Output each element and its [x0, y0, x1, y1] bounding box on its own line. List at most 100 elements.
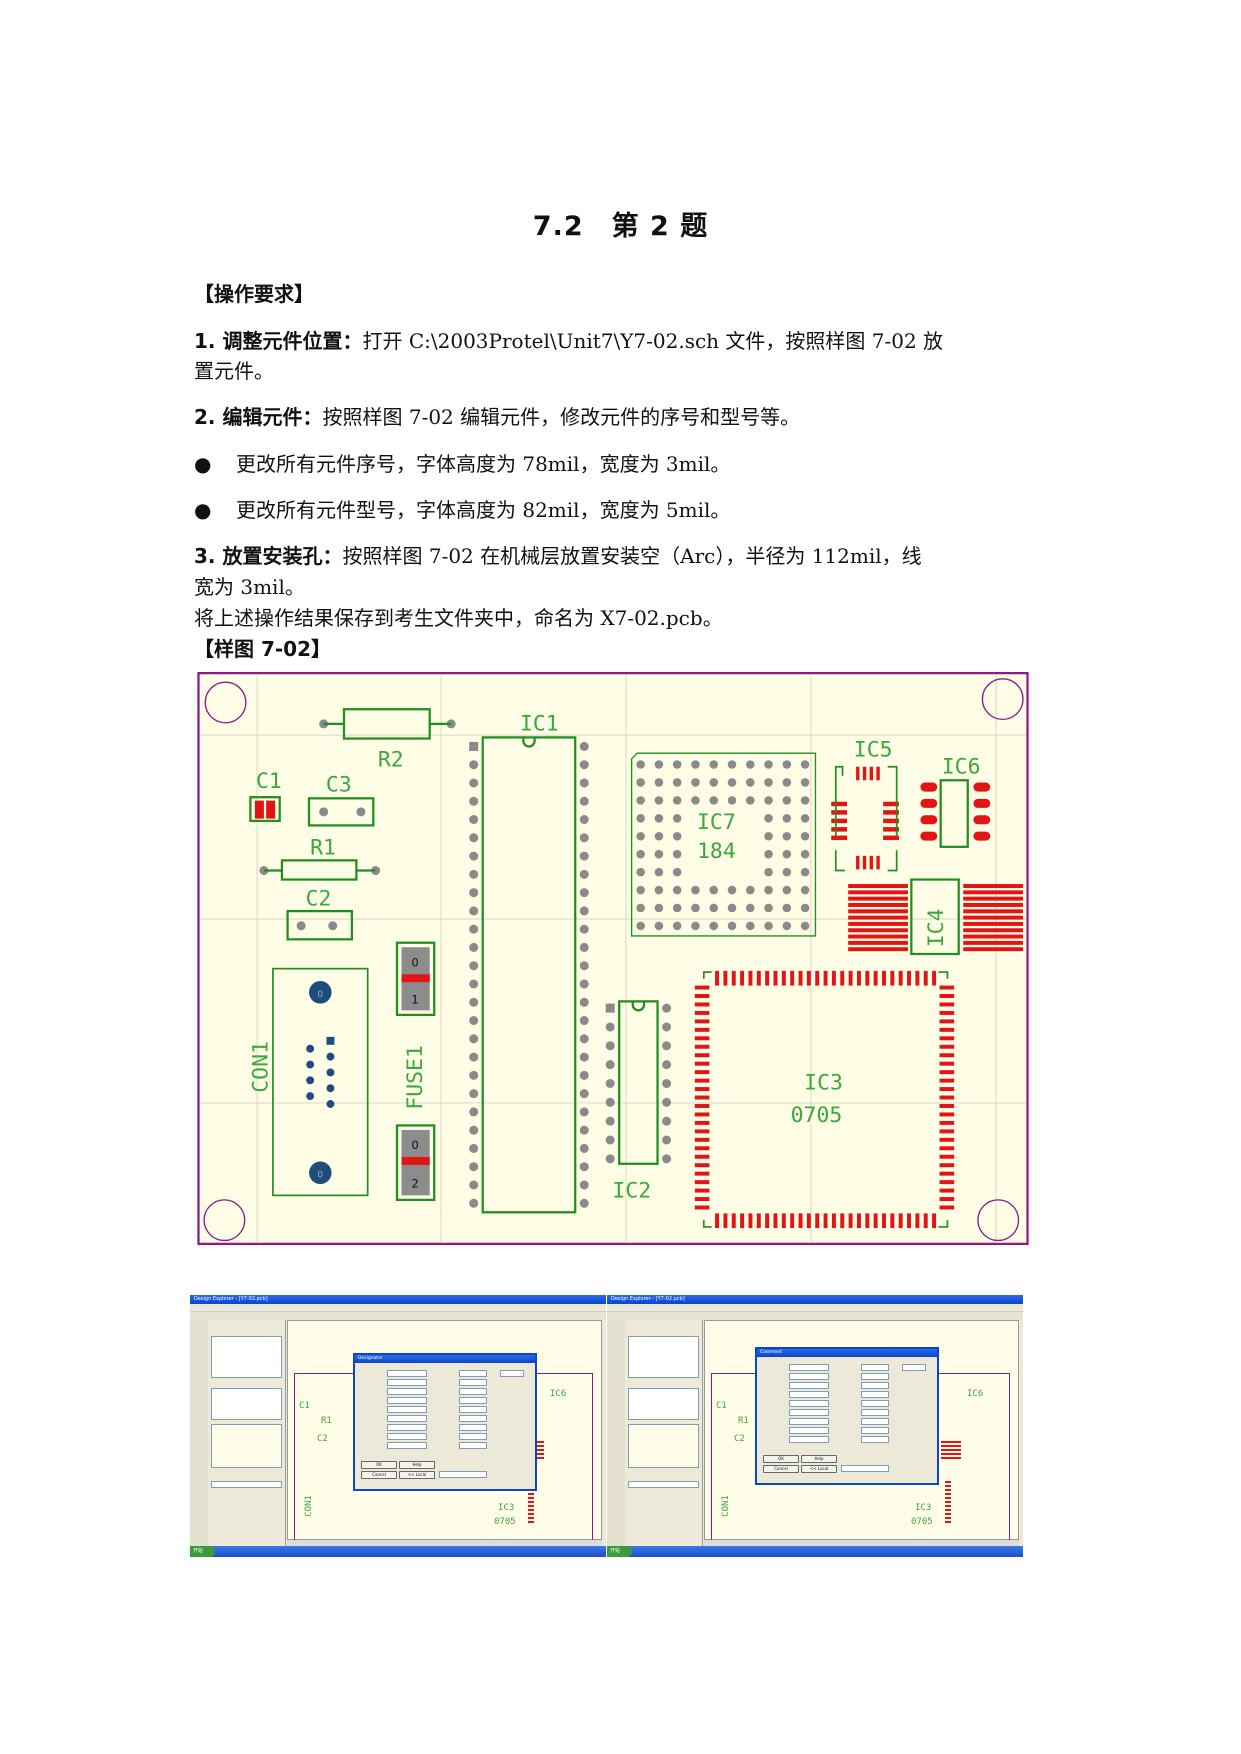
- height-field[interactable]: [789, 1373, 829, 1380]
- match-field[interactable]: [459, 1433, 487, 1440]
- smd-pad: [831, 827, 848, 832]
- change-scope-select[interactable]: [439, 1471, 487, 1478]
- font-select[interactable]: [387, 1397, 427, 1404]
- match-field[interactable]: [459, 1406, 487, 1413]
- through-hole-pad: [782, 903, 792, 913]
- match-field[interactable]: [861, 1391, 889, 1398]
- through-hole-pad: [469, 942, 479, 952]
- autoposition-select[interactable]: [789, 1436, 829, 1443]
- match-field[interactable]: [459, 1379, 487, 1386]
- label-ic4: IC4: [924, 909, 949, 948]
- match-field[interactable]: [861, 1400, 889, 1407]
- match-field[interactable]: [459, 1388, 487, 1395]
- ic3-pads: [528, 1481, 534, 1523]
- ic5-outline: [834, 765, 898, 872]
- width-field[interactable]: [789, 1382, 829, 1389]
- match-field[interactable]: [861, 1418, 889, 1425]
- smd-pad: [806, 1213, 811, 1229]
- through-hole-pad: [636, 796, 645, 805]
- match-field[interactable]: [459, 1424, 487, 1431]
- instruction-1-cont: 置元件。: [194, 359, 274, 383]
- height-field[interactable]: [387, 1379, 427, 1386]
- label-ic3-value: 0705: [791, 1103, 843, 1128]
- through-hole-pad: [579, 979, 589, 989]
- through-hole-pad: [764, 814, 773, 823]
- match-field[interactable]: [459, 1442, 487, 1449]
- local-button[interactable]: << Local: [801, 1465, 837, 1473]
- help-button[interactable]: Help: [801, 1455, 837, 1463]
- match-field[interactable]: [861, 1436, 889, 1443]
- smd-pad: [869, 855, 873, 870]
- current-layer-select[interactable]: [628, 1481, 699, 1488]
- local-button[interactable]: << Local: [399, 1471, 435, 1479]
- through-hole-pad: [691, 778, 700, 787]
- component-list[interactable]: [628, 1388, 699, 1420]
- start-button[interactable]: 开始: [190, 1546, 215, 1557]
- menu-bar: [607, 1304, 1023, 1312]
- match-field[interactable]: [861, 1427, 889, 1434]
- through-hole-pad: [672, 921, 682, 931]
- autoposition-select[interactable]: [387, 1442, 427, 1449]
- layer-select[interactable]: [789, 1400, 829, 1407]
- smd-pad: [806, 970, 811, 986]
- library-list[interactable]: [628, 1336, 699, 1378]
- smd-pad: [923, 1213, 928, 1229]
- through-hole-pad: [579, 906, 589, 916]
- fuse-pad-label: 2: [411, 1177, 418, 1190]
- smd-pad: [939, 1087, 955, 1092]
- width-field[interactable]: [387, 1388, 427, 1395]
- component-list[interactable]: [211, 1388, 282, 1420]
- match-field[interactable]: [861, 1382, 889, 1389]
- through-hole-pad: [662, 1022, 672, 1032]
- match-field[interactable]: [459, 1415, 487, 1422]
- smd-pad: [848, 915, 908, 920]
- smd-pad: [848, 909, 908, 914]
- x-location-field[interactable]: [789, 1418, 829, 1425]
- c2-body: [286, 909, 354, 941]
- cancel-button[interactable]: Cancel: [763, 1465, 799, 1473]
- match-field[interactable]: [459, 1397, 487, 1404]
- smd-pad: [694, 1137, 710, 1142]
- help-button[interactable]: Help: [399, 1461, 435, 1469]
- y-location-field[interactable]: [387, 1433, 427, 1440]
- smd-pad: [939, 1019, 955, 1024]
- label-con1: CON1: [303, 1495, 314, 1517]
- layer-select[interactable]: [387, 1406, 427, 1413]
- start-button[interactable]: 开始: [607, 1546, 632, 1557]
- cancel-button[interactable]: Cancel: [361, 1471, 397, 1479]
- copy-attributes-field[interactable]: [902, 1364, 926, 1371]
- through-hole-pad: [469, 1052, 479, 1062]
- current-layer-select[interactable]: [211, 1481, 282, 1488]
- rotation-field[interactable]: [387, 1415, 427, 1422]
- through-hole-pad: [469, 1180, 479, 1190]
- ok-button[interactable]: OK: [763, 1455, 799, 1463]
- through-hole-pad: [662, 1078, 672, 1088]
- smd-pad: [939, 1197, 955, 1202]
- figure-heading: 【样图 7-02】: [194, 637, 332, 661]
- smd-pad: [939, 985, 955, 990]
- smd-pad: [694, 1087, 710, 1092]
- text-field[interactable]: [387, 1370, 427, 1377]
- layer-tabs[interactable]: [704, 1540, 1019, 1546]
- x-location-field[interactable]: [387, 1424, 427, 1431]
- through-hole-pad: [605, 1097, 615, 1107]
- through-hole-pad: [469, 1162, 479, 1172]
- through-hole-pad: [636, 814, 645, 823]
- font-select[interactable]: [789, 1391, 829, 1398]
- through-hole-pad: [764, 867, 773, 877]
- ok-button[interactable]: OK: [361, 1461, 397, 1469]
- smd-pad: [694, 1027, 710, 1032]
- through-hole-pad: [662, 1135, 672, 1145]
- layer-tabs[interactable]: [287, 1540, 602, 1546]
- copy-attributes-field[interactable]: [500, 1370, 524, 1377]
- match-field[interactable]: [861, 1373, 889, 1380]
- library-list[interactable]: [211, 1336, 282, 1378]
- text-field[interactable]: [789, 1364, 829, 1371]
- match-field[interactable]: [861, 1364, 889, 1371]
- rotation-field[interactable]: [789, 1409, 829, 1416]
- smd-pad: [840, 1213, 845, 1229]
- match-field[interactable]: [861, 1409, 889, 1416]
- change-scope-select[interactable]: [841, 1465, 889, 1472]
- y-location-field[interactable]: [789, 1427, 829, 1434]
- match-field[interactable]: [459, 1370, 487, 1377]
